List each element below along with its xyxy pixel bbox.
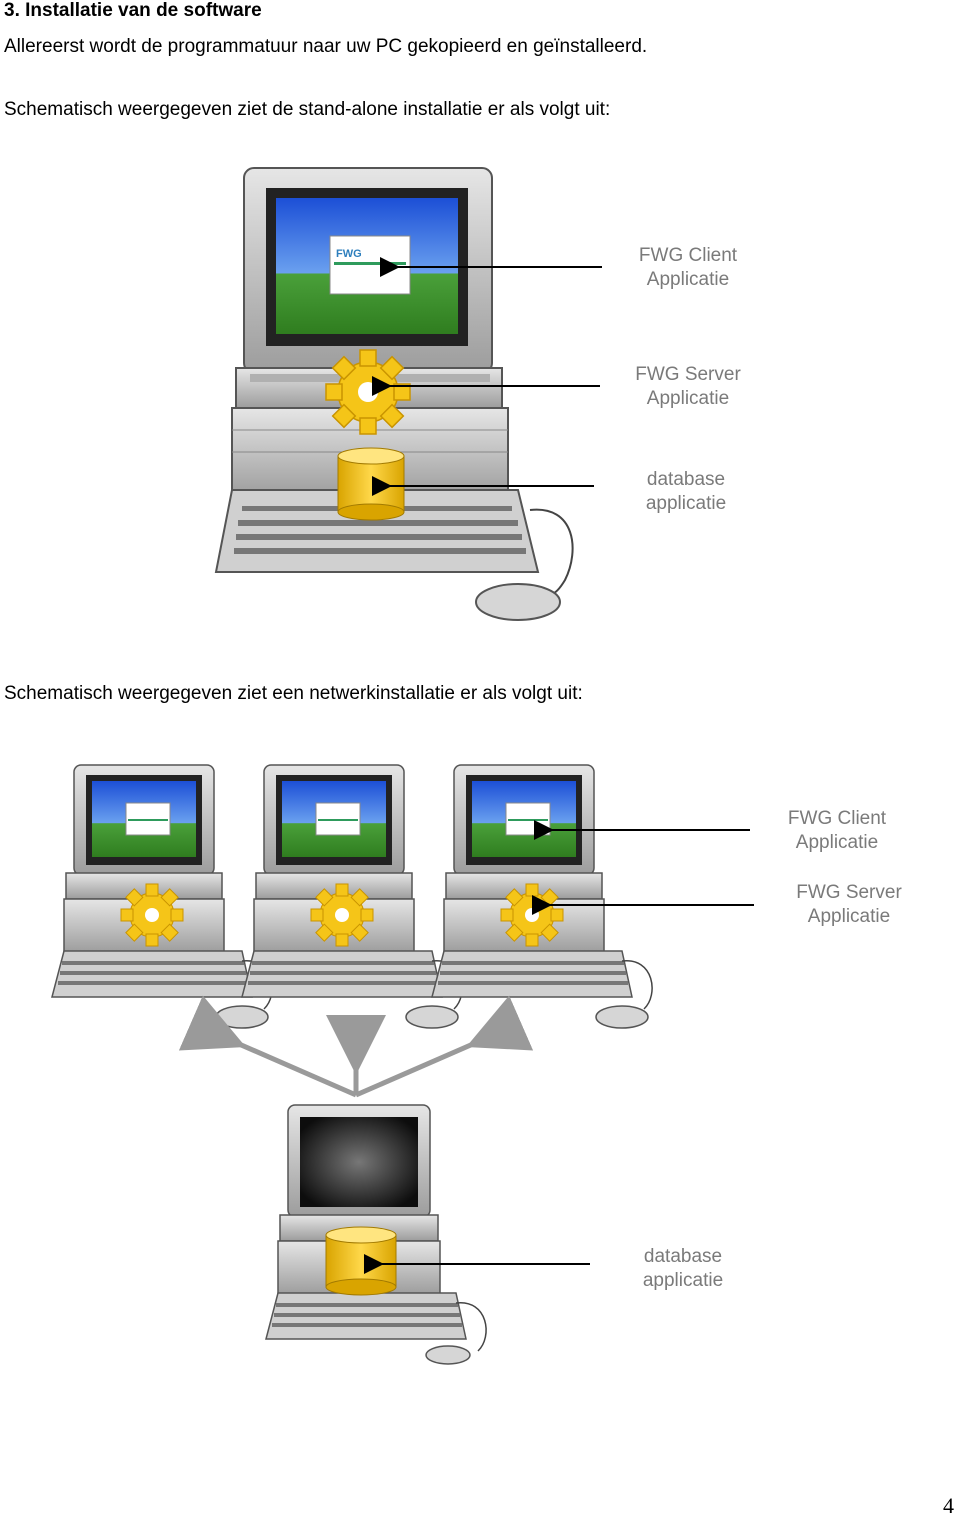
- database-icon: [325, 1226, 397, 1296]
- server-label-line2: Applicatie: [647, 388, 729, 409]
- server-gear-icon: [325, 349, 411, 435]
- client-computer-3-icon: [431, 764, 653, 1029]
- client-label-line1: FWG Client: [639, 245, 738, 266]
- standalone-caption: Schematisch weergegeven ziet de stand-al…: [4, 99, 611, 120]
- db-label-line1: database: [644, 1246, 722, 1267]
- section-heading: 3. Installatie van de software: [4, 0, 262, 21]
- client-computer-2-icon: [241, 764, 463, 1029]
- db-label-line2: applicatie: [643, 1270, 723, 1291]
- db-label-line1: database: [647, 469, 725, 490]
- network-arrows: [178, 995, 534, 1098]
- standalone-diagram: FWG: [214, 167, 741, 621]
- db-label-line2: applicatie: [646, 493, 726, 514]
- intro-paragraph: Allereerst wordt de programmatuur naar u…: [4, 36, 648, 57]
- network-caption: Schematisch weergegeven ziet een netwerk…: [4, 683, 583, 704]
- network-diagram: FWG Client Applicatie FWG Server Applica…: [51, 764, 902, 1365]
- server-label-line2: Applicatie: [808, 906, 890, 927]
- database-icon: [337, 447, 405, 521]
- client-label-line2: Applicatie: [796, 832, 878, 853]
- fwg-logo: FWG: [336, 248, 362, 260]
- page-number: 4: [943, 1493, 954, 1518]
- client-computer-1-icon: [51, 764, 273, 1029]
- server-label-line1: FWG Server: [796, 882, 902, 903]
- client-label-line2: Applicatie: [647, 269, 729, 290]
- server-label-line1: FWG Server: [635, 364, 741, 385]
- client-label-line1: FWG Client: [788, 808, 887, 829]
